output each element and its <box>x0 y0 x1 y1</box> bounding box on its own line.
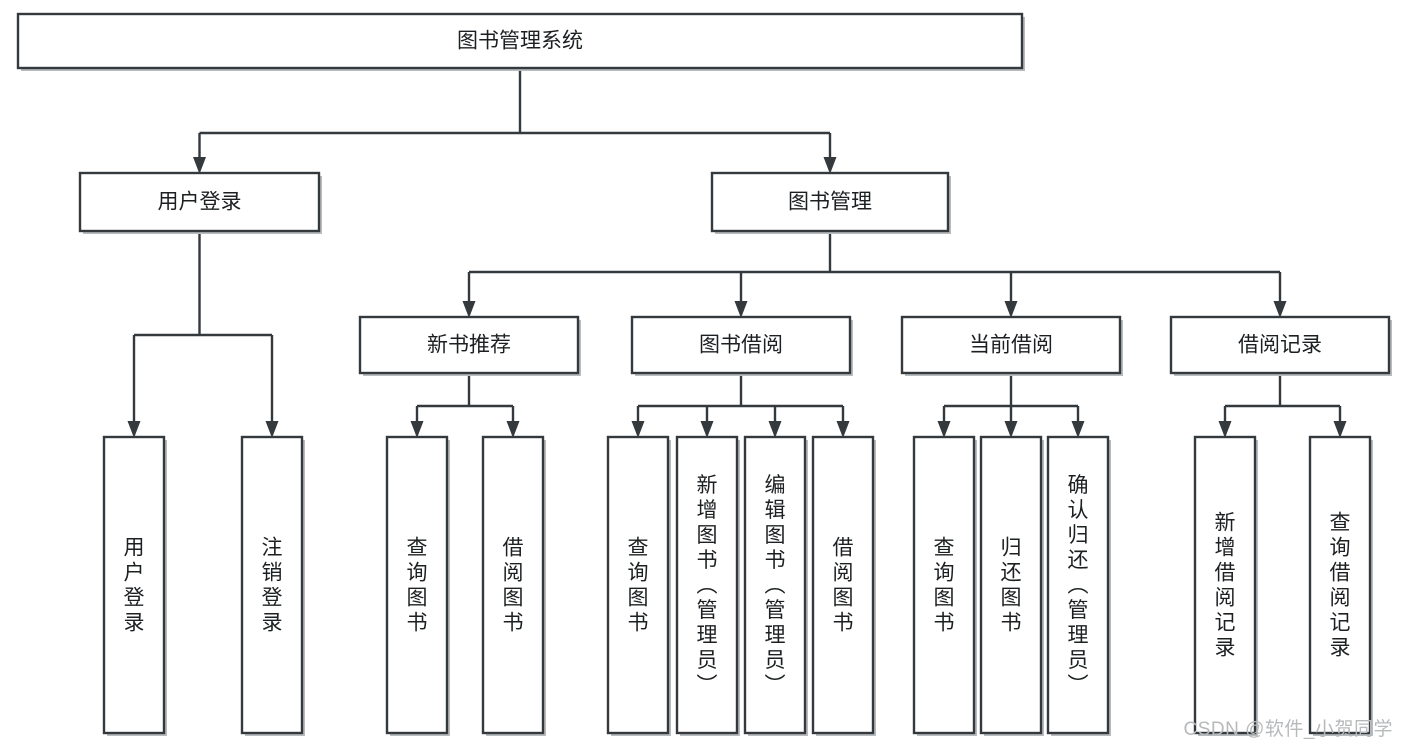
node-box <box>385 435 449 735</box>
node-book-borrow[interactable]: 图书借阅 <box>630 315 853 376</box>
node-box <box>606 435 670 735</box>
node-label: 借阅记录 <box>1238 334 1322 357</box>
connector-layer <box>127 68 1347 438</box>
node-box <box>912 435 976 735</box>
node-leaf-query-book-2[interactable]: 查询图书 <box>606 435 671 736</box>
arrow-head-icon <box>768 421 782 438</box>
node-leaf-add-record[interactable]: 新增借阅记录 <box>1193 435 1258 736</box>
node-box <box>240 435 304 735</box>
node-label: 用户登录 <box>124 537 145 635</box>
node-root[interactable]: 图书管理系统 <box>16 12 1025 71</box>
node-label: 注销登录 <box>262 537 283 635</box>
connector-group <box>193 68 837 174</box>
arrow-head-icon <box>1071 421 1085 438</box>
node-book-manage[interactable]: 图书管理 <box>710 171 951 234</box>
arrow-head-icon <box>193 157 206 174</box>
arrow-head-icon <box>1218 421 1232 438</box>
node-label: 新增图书︵管理员︶ <box>697 474 718 697</box>
arrow-head-icon <box>937 421 951 438</box>
node-label: 归还图书 <box>1001 537 1022 635</box>
connector-group <box>462 231 1287 318</box>
node-box <box>630 315 852 375</box>
node-label: 编辑图书︵管理员︶ <box>765 474 786 697</box>
node-leaf-query-book-1[interactable]: 查询图书 <box>385 435 450 736</box>
arrow-head-icon <box>823 157 837 174</box>
arrow-head-icon <box>127 421 141 438</box>
node-label: 借阅图书 <box>503 537 524 635</box>
node-box <box>358 315 580 375</box>
node-label: 查询借阅记录 <box>1330 512 1351 660</box>
connector-group <box>127 231 279 438</box>
arrow-head-icon <box>700 421 714 438</box>
node-leaf-user-logout[interactable]: 注销登录 <box>240 435 305 736</box>
node-label: 图书管理 <box>788 191 872 214</box>
arrow-head-icon <box>410 421 424 438</box>
node-label: 新书推荐 <box>427 334 511 357</box>
connector-group <box>410 373 520 438</box>
node-leaf-borrow-book-2[interactable]: 借阅图书 <box>811 435 876 736</box>
node-user-login[interactable]: 用户登录 <box>78 171 322 234</box>
node-label: 查询图书 <box>407 537 428 635</box>
arrow-head-icon <box>734 301 748 318</box>
node-box <box>78 171 321 233</box>
node-box <box>1193 435 1257 735</box>
node-label: 图书借阅 <box>699 334 783 357</box>
node-label: 确认归还︵管理员︶ <box>1068 474 1089 697</box>
node-box <box>743 435 807 735</box>
node-leaf-user-login[interactable]: 用户登录 <box>102 435 167 736</box>
arrow-head-icon <box>1004 301 1018 318</box>
node-leaf-add-book[interactable]: 新增图书︵管理员︶ <box>675 435 740 736</box>
connector-group <box>937 373 1085 438</box>
node-layer: 图书管理系统用户登录图书管理新书推荐图书借阅当前借阅借阅记录用户登录注销登录查询… <box>16 12 1392 736</box>
node-box <box>675 435 739 735</box>
node-box <box>900 315 1122 375</box>
arrow-head-icon <box>1004 421 1018 438</box>
arrow-head-icon <box>265 421 279 438</box>
node-leaf-confirm-return[interactable]: 确认归还︵管理员︶ <box>1046 435 1111 736</box>
node-label: 查询图书 <box>934 537 955 635</box>
node-leaf-query-book-3[interactable]: 查询图书 <box>912 435 977 736</box>
node-leaf-query-record[interactable]: 查询借阅记录 <box>1308 435 1373 736</box>
node-label: 当前借阅 <box>969 334 1053 357</box>
node-leaf-edit-book[interactable]: 编辑图书︵管理员︶ <box>743 435 808 736</box>
node-leaf-borrow-book-1[interactable]: 借阅图书 <box>481 435 546 736</box>
arrow-head-icon <box>1333 421 1347 438</box>
arrow-head-icon <box>836 421 850 438</box>
node-box <box>481 435 545 735</box>
node-current-borrow[interactable]: 当前借阅 <box>900 315 1123 376</box>
node-label: 借阅图书 <box>833 537 854 635</box>
connector-group <box>631 373 850 438</box>
node-box <box>710 171 950 233</box>
node-box <box>16 12 1024 70</box>
arrow-head-icon <box>1273 301 1287 318</box>
arrow-head-icon <box>506 421 520 438</box>
arrow-head-icon <box>631 421 645 438</box>
node-label: 图书管理系统 <box>457 30 583 53</box>
node-box <box>102 435 166 735</box>
node-box <box>979 435 1043 735</box>
arrow-head-icon <box>462 301 476 318</box>
node-leaf-return-book[interactable]: 归还图书 <box>979 435 1044 736</box>
node-box <box>1169 315 1391 375</box>
connector-group <box>1218 373 1347 438</box>
node-label: 查询图书 <box>628 537 649 635</box>
node-borrow-record[interactable]: 借阅记录 <box>1169 315 1392 376</box>
node-label: 用户登录 <box>158 191 242 214</box>
node-box <box>1308 435 1372 735</box>
node-label: 新增借阅记录 <box>1215 512 1236 660</box>
node-box <box>1046 435 1110 735</box>
node-new-book-recommend[interactable]: 新书推荐 <box>358 315 581 376</box>
node-box <box>811 435 875 735</box>
